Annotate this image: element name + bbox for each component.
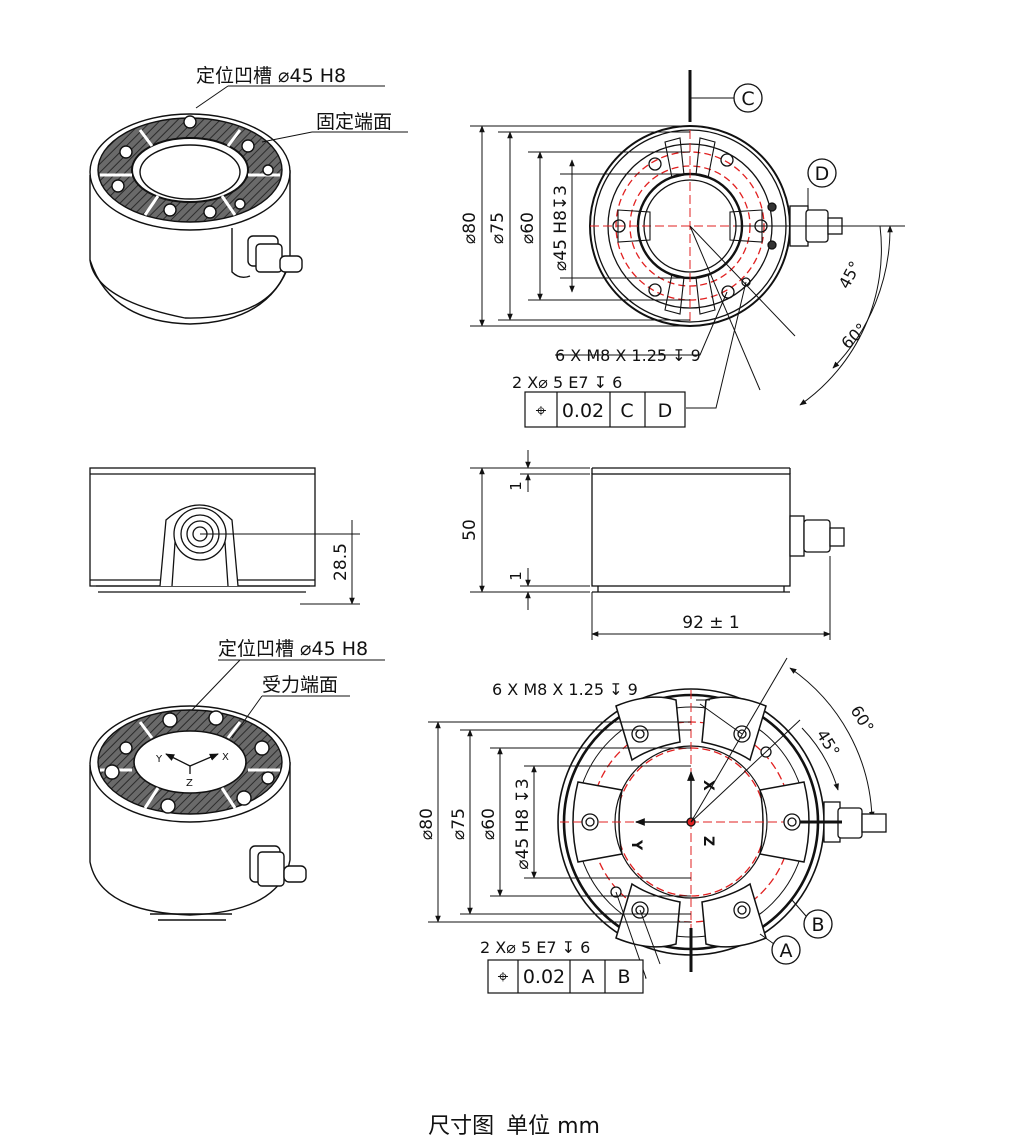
technical-drawing: 定位凹槽 ⌀45 H8 固定端面 [89, 65, 905, 994]
iso-top-view [89, 85, 408, 325]
bottom-axis-z: Z [700, 836, 716, 846]
top-dia-45: ⌀45 H8↧3 [551, 185, 571, 271]
bottom-fcf-symbol: ⌖ [498, 966, 509, 988]
top-pin-note: 2 X⌀ 5 E7 ↧ 6 [512, 373, 622, 392]
bottom-dia-80: ⌀80 [417, 808, 437, 840]
bottom-angle-45: 45° [813, 726, 844, 760]
drawing-caption: 尺寸图单位 mm [0, 1108, 1028, 1140]
datum-b-label: B [811, 914, 824, 936]
top-plan-view [470, 70, 905, 428]
bottom-angle-60: 60° [847, 702, 878, 736]
bottom-plan-view [428, 657, 887, 994]
bottom-fcf-ref2: B [617, 966, 630, 988]
top-fcf-ref2: D [658, 400, 673, 422]
bottom-dia-75: ⌀75 [449, 808, 469, 840]
bottom-dia-60: ⌀60 [479, 808, 499, 840]
iso-top-face-callout: 固定端面 [316, 111, 392, 133]
top-angle-45: 45° [835, 258, 865, 292]
iso-bottom-face-callout: 受力端面 [262, 674, 338, 696]
iso-top-groove-callout: 定位凹槽 ⌀45 H8 [196, 65, 346, 87]
top-thread-note: 6 X M8 X 1.25 ↧ 9 [555, 346, 701, 365]
bottom-thread-note: 6 X M8 X 1.25 ↧ 9 [492, 680, 638, 699]
bottom-fcf-tolerance: 0.02 [523, 966, 565, 988]
datum-c-label: C [741, 88, 754, 110]
caption-unit: 单位 mm [506, 1114, 600, 1139]
datum-a-label: A [780, 940, 793, 962]
top-dia-80: ⌀80 [460, 212, 480, 244]
side-dim-50: 50 [460, 519, 480, 541]
front-dim-28-5: 28.5 [331, 543, 351, 581]
bottom-dia-45: ⌀45 H8 ↧3 [513, 778, 533, 869]
iso-axis-y: Y [155, 754, 163, 765]
bottom-fcf-ref1: A [582, 966, 595, 988]
iso-bottom-groove-callout: 定位凹槽 ⌀45 H8 [218, 638, 368, 660]
side-dim-92: 92 ± 1 [682, 613, 740, 633]
datum-d-label: D [815, 163, 830, 185]
top-fcf-tolerance: 0.02 [562, 400, 604, 422]
caption-title: 尺寸图 [428, 1114, 495, 1139]
side-dim-1-bottom: 1 [507, 571, 525, 581]
front-elevation-view [89, 467, 360, 605]
side-dim-1-top: 1 [507, 481, 525, 491]
iso-axis-z: Z [186, 778, 193, 789]
iso-axis-x: X [222, 752, 229, 763]
bottom-pin-note: 2 X⌀ 5 E7 ↧ 6 [480, 938, 590, 957]
side-elevation-view [470, 450, 845, 640]
top-dia-75: ⌀75 [488, 212, 508, 244]
top-dia-60: ⌀60 [518, 212, 538, 244]
bottom-axis-y: Y [628, 839, 644, 851]
top-fcf-ref1: C [620, 400, 633, 422]
bottom-axis-x: X [700, 780, 716, 791]
top-fcf-symbol: ⌖ [536, 400, 547, 422]
iso-bottom-view [89, 659, 385, 921]
